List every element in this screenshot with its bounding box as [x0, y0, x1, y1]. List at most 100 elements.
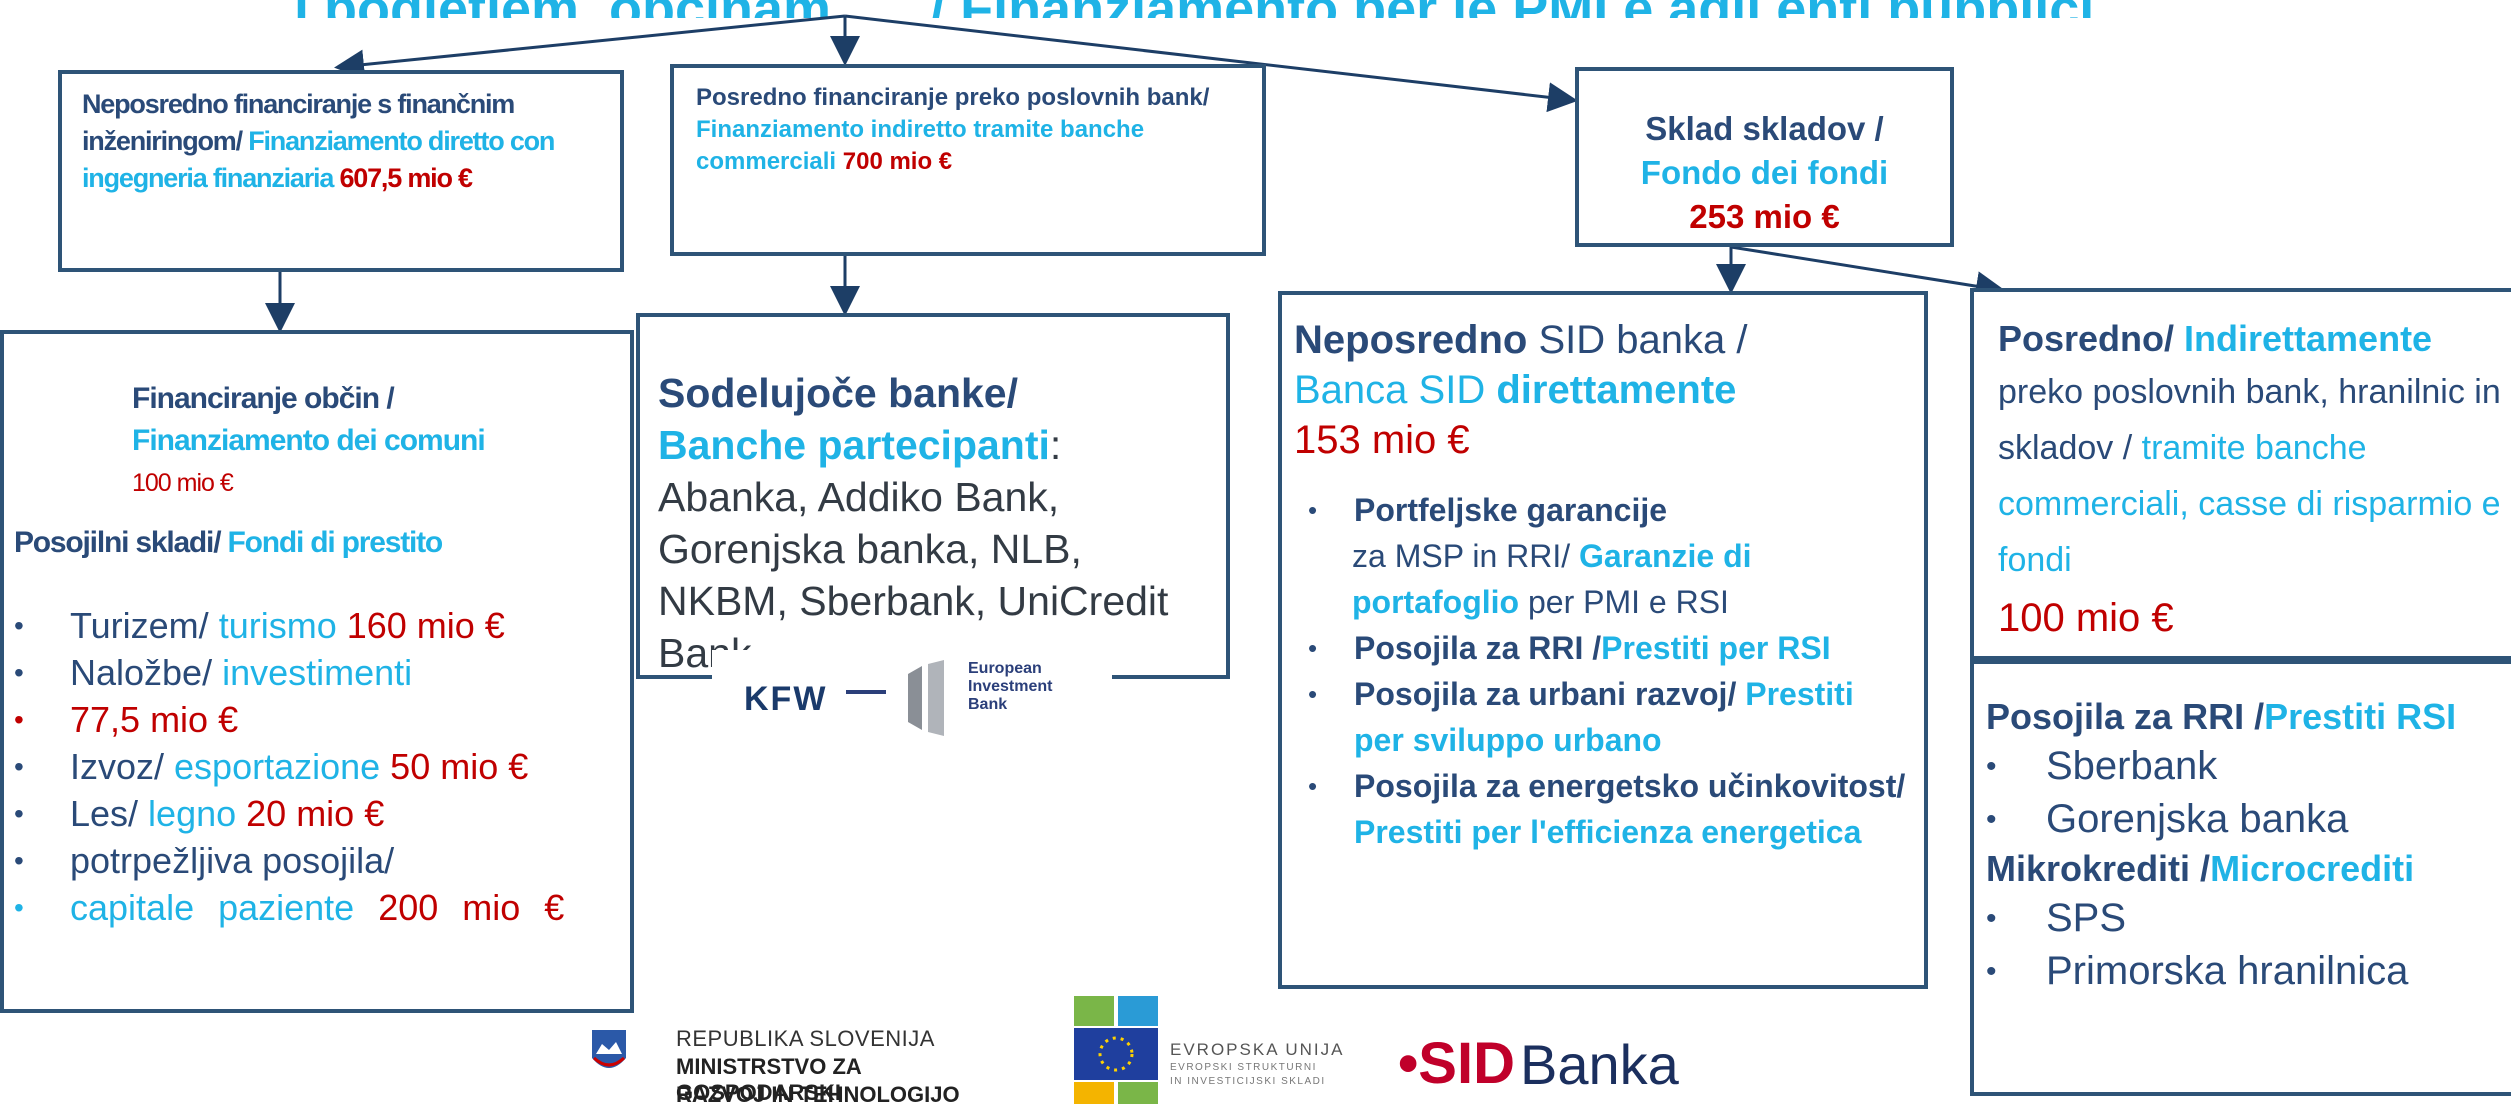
sid-it-rest: Banca SID	[1294, 368, 1497, 412]
item-amount: 20 mio €	[236, 793, 385, 834]
arrow-root-to-fund	[844, 14, 1578, 113]
list-item: Posojila za energetsko učinkovitost/ Pre…	[1294, 763, 1912, 855]
sid-direct-list-2: Posojila za RRI /Prestiti per RSI Posoji…	[1294, 625, 1912, 855]
list-item: Naložbe/ investimenti	[14, 649, 614, 696]
rri-banks-list: Sberbank Gorenjska banka	[1986, 740, 2501, 846]
ministry-logo: REPUBLIKA SLOVENIJA MINISTRSTVO ZA GOSPO…	[590, 1026, 1030, 1104]
list-item: Gorenjska banka	[1986, 793, 2501, 846]
eu-flag-icon	[1074, 996, 1158, 1104]
item-sl: Naložbe/	[70, 652, 213, 693]
fund-amount: 253 mio €	[1689, 198, 1840, 235]
msp-line: za MSP in RRI/ Garanzie di portafoglio p…	[1294, 533, 1912, 625]
item-sl: Portfeljske garancije	[1354, 492, 1668, 528]
kfw-logo-text: KFW	[744, 680, 828, 718]
banks-sl: Sodelujoče banke/	[658, 370, 1018, 416]
micro-sl: Mikrokrediti /	[1986, 848, 2211, 889]
item-sl: Posojila za urbani razvoj/	[1354, 676, 1737, 712]
box-fund-of-funds: Sklad skladov / Fondo dei fondi 253 mio …	[1575, 67, 1954, 247]
banks-colon: :	[1049, 422, 1062, 468]
loan-funds-list: Turizem/ turismo 160 mio € Naložbe/ inve…	[14, 602, 614, 931]
item-amount: 77,5 mio €	[70, 699, 239, 740]
list-item: Izvoz/ esportazione 50 mio €	[14, 743, 614, 790]
box-indirect-financing: Posredno financiranje preko poslovnih ba…	[670, 64, 1266, 256]
loan-funds-it: Fondi di prestito	[220, 526, 443, 559]
sid-it-bold: direttamente	[1496, 368, 1737, 412]
eib-logo: European Investment Bank	[900, 654, 1100, 736]
ministry-text-2: MINISTRSTVO ZA GOSPODARSKI	[676, 1054, 861, 1104]
loan-funds-heading: Posojilni skladi/ Fondi di prestito	[14, 526, 443, 560]
list-item: 77,5 mio €	[14, 696, 614, 743]
rri-sl: Posojila za RRI /	[1986, 696, 2265, 737]
micro-it: Microcrediti	[2210, 848, 2415, 889]
list-item: Portfeljske garancije	[1294, 487, 1912, 533]
eu-logo: EVROPSKA UNIJA EVROPSKI STRUKTURNI IN IN…	[1074, 996, 1374, 1104]
fund-sl: Sklad skladov /	[1645, 110, 1884, 147]
item-amount: 50 mio €	[380, 746, 529, 787]
ind-sl-bold: Posredno/	[1998, 318, 2175, 359]
loan-funds-sl: Posojilni skladi/	[14, 526, 222, 559]
slovenia-crest-icon	[592, 1030, 626, 1068]
list-item: Primorska hranilnica	[1986, 945, 2501, 998]
direct-it: Finanziamento diretto con ingegneria fin…	[82, 126, 555, 193]
eu-text-3: IN INVESTICIJSKI SKLADI	[1170, 1076, 1326, 1087]
arrow-root-to-direct	[334, 14, 846, 80]
list-item: Sberbank	[1986, 740, 2501, 793]
municipal-heading: Financiranje občin / Finanziamento dei c…	[132, 378, 486, 504]
banks-it: Banche partecipanti	[658, 422, 1050, 468]
eib-text-3: Bank	[968, 696, 1008, 713]
indirect-it: Finanziamento indiretto tramite banche c…	[696, 116, 1145, 175]
sid-sl-rest: SID banka /	[1527, 318, 1748, 362]
eu-text-2: EVROPSKI STRUKTURNI	[1170, 1062, 1317, 1073]
municipal-amount: 100 mio €	[132, 469, 234, 497]
box-participating-banks: Sodelujoče banke/ Banche partecipanti: A…	[636, 313, 1230, 679]
page-title-text: …i podjetjem, občinam, … / Finanziamento…	[240, 0, 2178, 18]
item-sl2: za MSP in RRI/	[1352, 538, 1580, 574]
eu-text-1: EVROPSKA UNIJA	[1170, 1040, 1345, 1059]
box-indirect-fund: Posredno/ Indirettamente preko poslovnih…	[1970, 288, 2511, 660]
ind-sl-text: preko poslovnih bank, hranilnic in sklad…	[1998, 373, 2501, 467]
list-item: capitale paziente 200 mio €	[14, 884, 614, 931]
sid-banka-logo: •SID Banka	[1398, 1030, 1698, 1100]
sid-direct-list: Portfeljske garancije	[1294, 487, 1912, 533]
arrow-fund-to-indirect	[1730, 245, 2006, 302]
eib-mark-icon	[908, 660, 944, 736]
list-item: Turizem/ turismo 160 mio €	[14, 602, 614, 649]
item-it: Prestiti per RSI	[1601, 630, 1831, 666]
box-municipal-financing: Financiranje občin / Finanziamento dei c…	[0, 330, 634, 1013]
item-tail: per PMI e RSI	[1519, 584, 1729, 620]
item-sl: Izvoz/	[70, 746, 165, 787]
sid-mark: •SID	[1398, 1031, 1515, 1096]
box-rri-loans: Posojila za RRI /Prestiti RSI Sberbank G…	[1970, 660, 2511, 1096]
list-item: Posojila za RRI /Prestiti per RSI	[1294, 625, 1912, 671]
item-sl: Les/	[70, 793, 139, 834]
indirect-amount: 700 mio €	[836, 148, 953, 175]
item-it: turismo	[208, 605, 337, 646]
item-it: Prestiti per sviluppo urbano	[1354, 676, 1854, 758]
sid-amount: 153 mio €	[1294, 418, 1470, 462]
item-it: Prestiti per l'efficienza energetica	[1354, 814, 1862, 850]
ind-amount: 100 mio €	[1998, 596, 2174, 640]
item-it: esportazione	[164, 746, 381, 787]
logo-dash	[846, 690, 886, 694]
fund-it: Fondo dei fondi	[1640, 154, 1889, 191]
item-amount: 160 mio €	[336, 605, 505, 646]
item-amount: 200 mio €	[354, 887, 565, 928]
rri-it: Prestiti RSI	[2264, 696, 2457, 737]
ind-it-bold: Indirettamente	[2174, 318, 2433, 359]
item-sl: potrpežljiva posojila/	[70, 840, 395, 881]
list-item: SPS	[1986, 892, 2501, 945]
item-sl: Posojila za RRI /	[1354, 630, 1602, 666]
item-it: capitale paziente	[70, 887, 355, 928]
list-item: Posojila za urbani razvoj/ Prestiti per …	[1294, 671, 1912, 763]
ministry-text-3: RAZVOJ IN TEHNOLOGIJO	[676, 1082, 960, 1104]
eib-text-1: European	[968, 660, 1042, 677]
ind-it-text: tramite banche commerciali, casse di ris…	[1998, 429, 2501, 579]
municipal-sl: Financiranje občin /	[132, 382, 395, 415]
direct-amount: 607,5 mio €	[333, 163, 473, 193]
sid-word: Banka	[1520, 1033, 1679, 1096]
page-title: …i podjetjem, občinam, … / Finanziamento…	[240, 0, 2511, 18]
eib-text-2: Investment	[968, 678, 1053, 695]
banks-list: Abanka, Addiko Bank, Gorenjska banka, NL…	[658, 474, 1169, 676]
indirect-sl: Posredno financiranje preko poslovnih ba…	[696, 84, 1210, 111]
